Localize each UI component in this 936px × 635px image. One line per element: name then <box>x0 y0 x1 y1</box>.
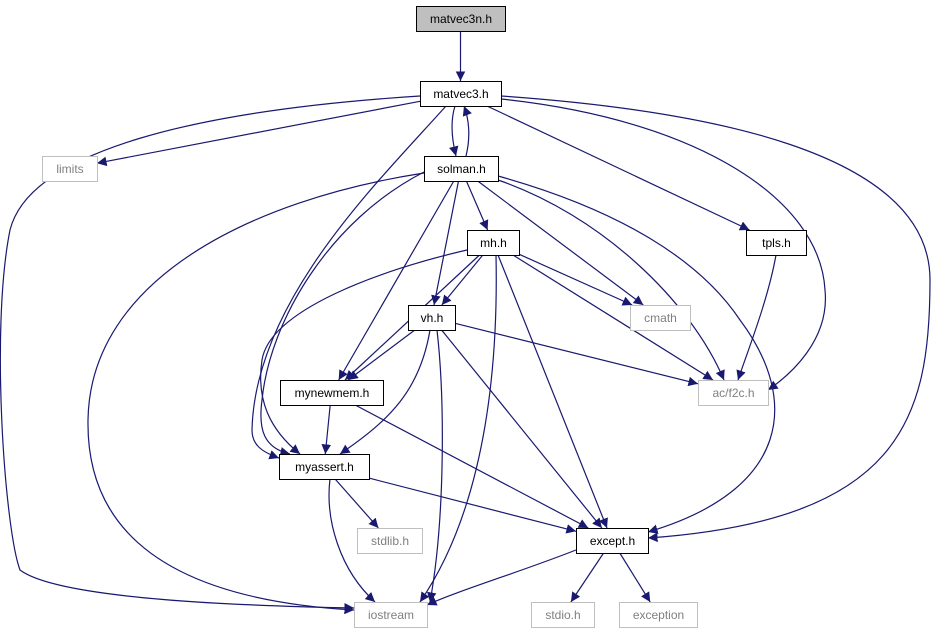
edge-matvec3-to-myassert <box>251 105 447 460</box>
node-myassert-label: myassert.h <box>295 460 354 474</box>
node-mynewmem-box <box>280 380 384 406</box>
edge-matvec3-to-iostream <box>0 95 421 613</box>
node-iostream-label: iostream <box>368 608 414 622</box>
node-cmath: cmath <box>630 305 691 331</box>
node-tpls-box <box>746 230 807 256</box>
node-solman-label: solman.h <box>437 162 486 176</box>
node-mh[interactable]: mh.h <box>467 230 520 256</box>
edge-vh-to-acf2c <box>454 322 699 387</box>
node-iostream-box <box>354 602 428 628</box>
node-solman-box <box>424 156 499 182</box>
edge-matvec3-to-tpls <box>486 105 750 231</box>
node-except-label: except.h <box>590 534 635 548</box>
edge-matvec3-to-except <box>500 95 931 543</box>
node-matvec3n[interactable]: matvec3n.h <box>416 6 506 32</box>
edge-solman-to-vh <box>431 180 460 306</box>
node-acf2c: ac/f2c.h <box>698 380 769 406</box>
edge-myassert-to-stdlib <box>334 478 379 529</box>
edge-mh-to-iostream <box>419 254 497 603</box>
edge-solman-to-myassert <box>260 171 425 457</box>
edge-myassert-to-iostream <box>328 478 376 603</box>
edge-matvec3-to-solman <box>449 105 459 157</box>
edge-solman-to-except <box>497 175 776 534</box>
node-exception: exception <box>619 602 698 628</box>
node-stdlib: stdlib.h <box>357 528 423 554</box>
node-stdio-label: stdio.h <box>545 608 580 622</box>
node-exception-box <box>619 602 698 628</box>
node-matvec3[interactable]: matvec3.h <box>420 81 502 107</box>
node-matvec3n-label: matvec3n.h <box>430 12 492 26</box>
edge-tpls-to-acf2c <box>736 254 777 381</box>
node-cmath-label: cmath <box>644 311 677 325</box>
node-except-box <box>576 528 649 554</box>
node-except[interactable]: except.h <box>576 528 649 554</box>
edge-matvec3-to-limits <box>96 100 421 167</box>
node-matvec3n-box <box>416 6 506 32</box>
edge-except-to-exception <box>619 552 651 603</box>
node-acf2c-label: ac/f2c.h <box>712 386 754 400</box>
node-matvec3-box <box>420 81 502 107</box>
node-cmath-box <box>630 305 691 331</box>
edge-vh-to-myassert <box>339 329 431 455</box>
node-solman[interactable]: solman.h <box>424 156 499 182</box>
edge-mh-to-cmath <box>518 253 633 306</box>
edge-mh-to-except <box>497 254 608 529</box>
edge-mh-to-vh <box>441 254 484 306</box>
edge-vh-to-iostream <box>427 329 443 603</box>
edge-except-to-iostream <box>426 549 577 606</box>
node-stdio: stdio.h <box>531 602 595 628</box>
node-tpls[interactable]: tpls.h <box>746 230 807 256</box>
edge-solman-to-mh <box>465 180 489 231</box>
edge-mynewmem-to-except <box>354 404 589 529</box>
node-mh-box <box>467 230 520 256</box>
edge-mynewmem-to-myassert <box>321 404 332 455</box>
node-myassert-box <box>279 454 370 480</box>
node-myassert[interactable]: myassert.h <box>279 454 370 480</box>
node-vh[interactable]: vh.h <box>408 305 456 331</box>
edge-solman-to-matvec3 <box>462 105 472 157</box>
node-exception-label: exception <box>633 608 684 622</box>
edge-mh-to-myassert <box>260 249 468 455</box>
edge-solman-to-mynewmem <box>338 180 455 381</box>
node-matvec3-label: matvec3.h <box>433 87 488 101</box>
nodes: matvec3n.h matvec3.h limits solman.h tpls.h m… <box>42 6 807 628</box>
node-vh-box <box>408 305 456 331</box>
node-tpls-label: tpls.h <box>762 236 791 250</box>
edge-solman-to-acf2c <box>497 179 725 381</box>
node-iostream: iostream <box>354 602 428 628</box>
edge-myassert-to-except <box>368 477 577 534</box>
node-mh-label: mh.h <box>480 236 507 250</box>
edge-solman-to-cmath <box>477 180 644 306</box>
node-limits-box <box>42 156 98 182</box>
edge-except-to-stdio <box>570 552 605 603</box>
edge-mh-to-acf2c <box>512 254 714 381</box>
node-mynewmem-label: mynewmem.h <box>295 386 370 400</box>
node-limits-label: limits <box>56 162 83 176</box>
node-vh-label: vh.h <box>421 311 444 325</box>
edge-vh-to-mynewmem <box>347 329 416 381</box>
edge-matvec3-to-acf2c <box>500 98 826 391</box>
node-acf2c-box <box>698 380 769 406</box>
node-mynewmem[interactable]: mynewmem.h <box>280 380 384 406</box>
edge-solman-to-iostream <box>87 172 425 615</box>
node-stdio-box <box>531 602 595 628</box>
node-stdlib-box <box>357 528 423 554</box>
node-stdlib-label: stdlib.h <box>371 534 409 548</box>
edges <box>0 31 931 615</box>
edge-vh-to-except <box>441 329 603 529</box>
node-limits: limits <box>42 156 98 182</box>
